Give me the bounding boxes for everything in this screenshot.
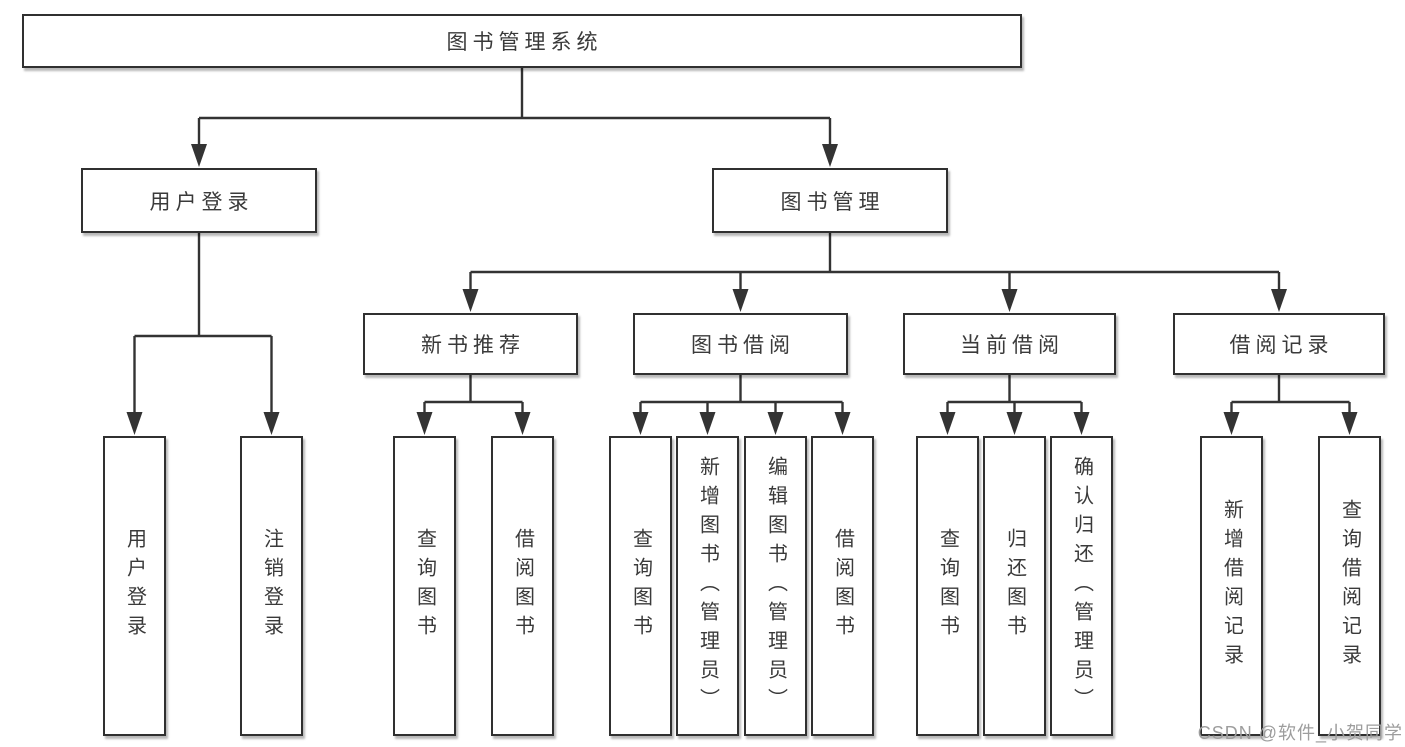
node-label: 查询图书 — [629, 528, 652, 644]
leaf-user-login: 用户登录 — [103, 436, 166, 736]
leaf-add-borrow-record: 新增借阅记录 — [1200, 436, 1263, 736]
leaf-confirm-return-admin: 确认归还（管理员） — [1050, 436, 1113, 736]
leaf-borrow-books: 借阅图书 — [811, 436, 874, 736]
connector-lines — [133, 68, 1351, 418]
arrow-down-icon — [1271, 289, 1287, 312]
arrow-down-icon — [767, 412, 784, 435]
arrow-down-icon — [834, 412, 851, 435]
node-label: 确认归还（管理员） — [1070, 455, 1093, 717]
node-book-management: 图书管理 — [712, 168, 948, 233]
node-label: 新增借阅记录 — [1220, 499, 1243, 673]
arrow-down-icon — [1001, 289, 1018, 312]
node-label: 借阅图书 — [831, 528, 854, 644]
arrow-down-icon — [939, 412, 956, 435]
node-label: 图书管理系统 — [446, 31, 603, 54]
node-label: 图书借阅 — [691, 334, 795, 357]
node-book-borrowing: 图书借阅 — [633, 313, 848, 375]
arrow-down-icon — [732, 289, 749, 312]
node-user-login: 用户登录 — [81, 168, 317, 233]
node-label: 归还图书 — [1003, 528, 1026, 644]
arrow-down-icon — [191, 144, 207, 167]
node-label: 借阅记录 — [1229, 334, 1334, 357]
node-library-system: 图书管理系统 — [22, 14, 1022, 68]
arrow-down-icon — [632, 412, 649, 435]
node-label: 编辑图书（管理员） — [764, 455, 787, 717]
arrow-down-icon — [126, 412, 143, 435]
leaf-return-books: 归还图书 — [983, 436, 1046, 736]
arrow-down-icon — [822, 144, 838, 167]
node-label: 用户登录 — [123, 528, 146, 644]
arrow-down-icon — [1223, 412, 1240, 435]
leaf-query-books: 查询图书 — [609, 436, 672, 736]
node-borrowing-records: 借阅记录 — [1173, 313, 1385, 375]
leaf-query-books: 查询图书 — [916, 436, 979, 736]
arrow-down-icon — [514, 412, 531, 435]
node-label: 查询图书 — [413, 528, 436, 644]
node-current-borrowing: 当前借阅 — [903, 313, 1116, 375]
node-label: 借阅图书 — [511, 528, 534, 644]
arrow-down-icon — [263, 412, 280, 435]
arrow-down-icon — [462, 289, 479, 312]
leaf-borrow-books: 借阅图书 — [491, 436, 554, 736]
node-label: 图书管理 — [780, 190, 885, 214]
arrow-down-icon — [416, 412, 433, 435]
leaf-query-borrow-record: 查询借阅记录 — [1318, 436, 1381, 736]
node-new-book-recommendation: 新书推荐 — [363, 313, 578, 375]
arrow-down-icon — [699, 412, 716, 435]
leaf-query-books: 查询图书 — [393, 436, 456, 736]
arrow-down-icon — [1073, 412, 1090, 435]
node-label: 用户登录 — [149, 190, 254, 214]
leaf-logout: 注销登录 — [240, 436, 303, 736]
leaf-add-books-admin: 新增图书（管理员） — [676, 436, 739, 736]
node-label: 查询借阅记录 — [1338, 499, 1361, 673]
node-label: 查询图书 — [936, 528, 959, 644]
arrow-down-icon — [1006, 412, 1023, 435]
csdn-watermark: CSDN @软件_小贺同学 — [1197, 723, 1403, 743]
leaf-edit-books-admin: 编辑图书（管理员） — [744, 436, 807, 736]
node-label: 注销登录 — [260, 528, 283, 644]
node-label: 新增图书（管理员） — [696, 455, 719, 717]
node-label: 当前借阅 — [960, 334, 1064, 357]
node-label: 新书推荐 — [421, 334, 525, 357]
arrow-down-icon — [1341, 412, 1358, 435]
arrowheads — [126, 144, 1358, 435]
